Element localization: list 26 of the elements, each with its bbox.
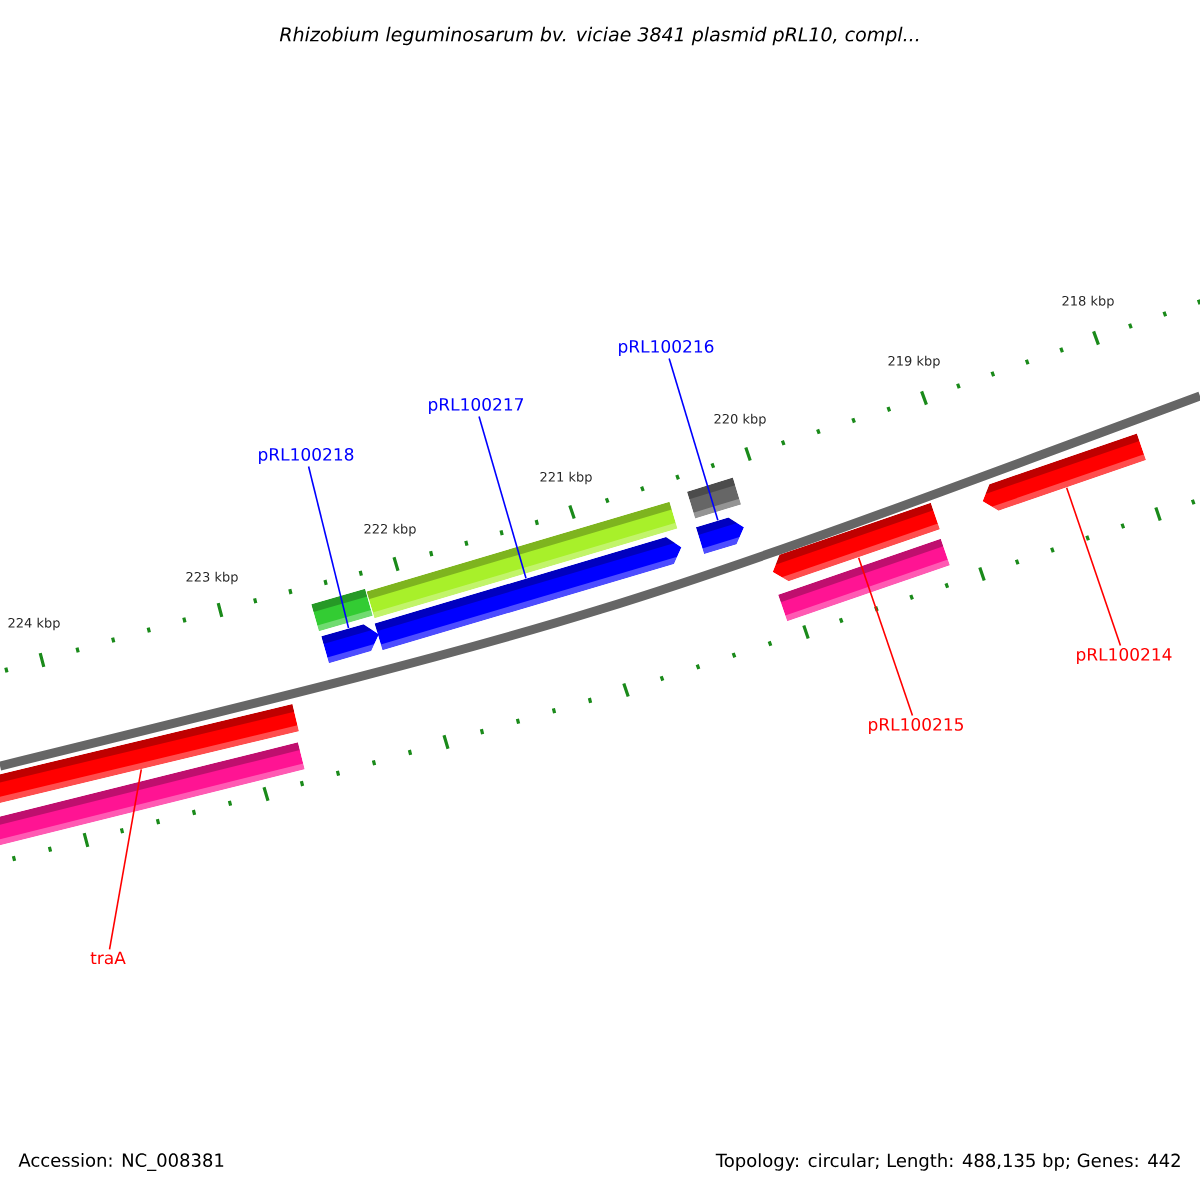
footer-text: Topology: circular; Length: 488,135 bp; Genes: 442	[715, 1153, 1180, 1171]
gene-feature	[772, 502, 940, 582]
gene-feature	[695, 517, 744, 555]
gene-label: pRL100214	[1077, 647, 1172, 665]
leader-line	[307, 465, 350, 629]
gene-bar	[366, 501, 678, 619]
gene-bar	[686, 477, 742, 519]
gene-label: pRL100216	[619, 339, 714, 357]
gene-feature	[374, 537, 682, 651]
leader-line	[857, 556, 914, 717]
gene-bar	[778, 538, 950, 622]
gene-label: pRL100215	[869, 717, 963, 735]
gene-bar	[0, 704, 299, 805]
leader-line	[668, 357, 719, 521]
gene-bar	[0, 742, 305, 846]
gene-feature	[321, 624, 379, 664]
title: Rhizobium leguminosarum bv. viciae 3841 plasmid pRL10, compl...	[279, 26, 919, 46]
gene-label: pRL100218	[259, 447, 354, 465]
gene-bar	[311, 588, 373, 632]
footer-text: Accession: NC_008381	[18, 1153, 224, 1171]
leader-line	[108, 768, 143, 951]
gene-label: pRL100217	[429, 397, 524, 415]
leader-line	[1065, 486, 1122, 647]
gene-feature	[982, 433, 1146, 511]
gene-label: traA	[90, 951, 126, 965]
leader-line	[478, 415, 527, 579]
